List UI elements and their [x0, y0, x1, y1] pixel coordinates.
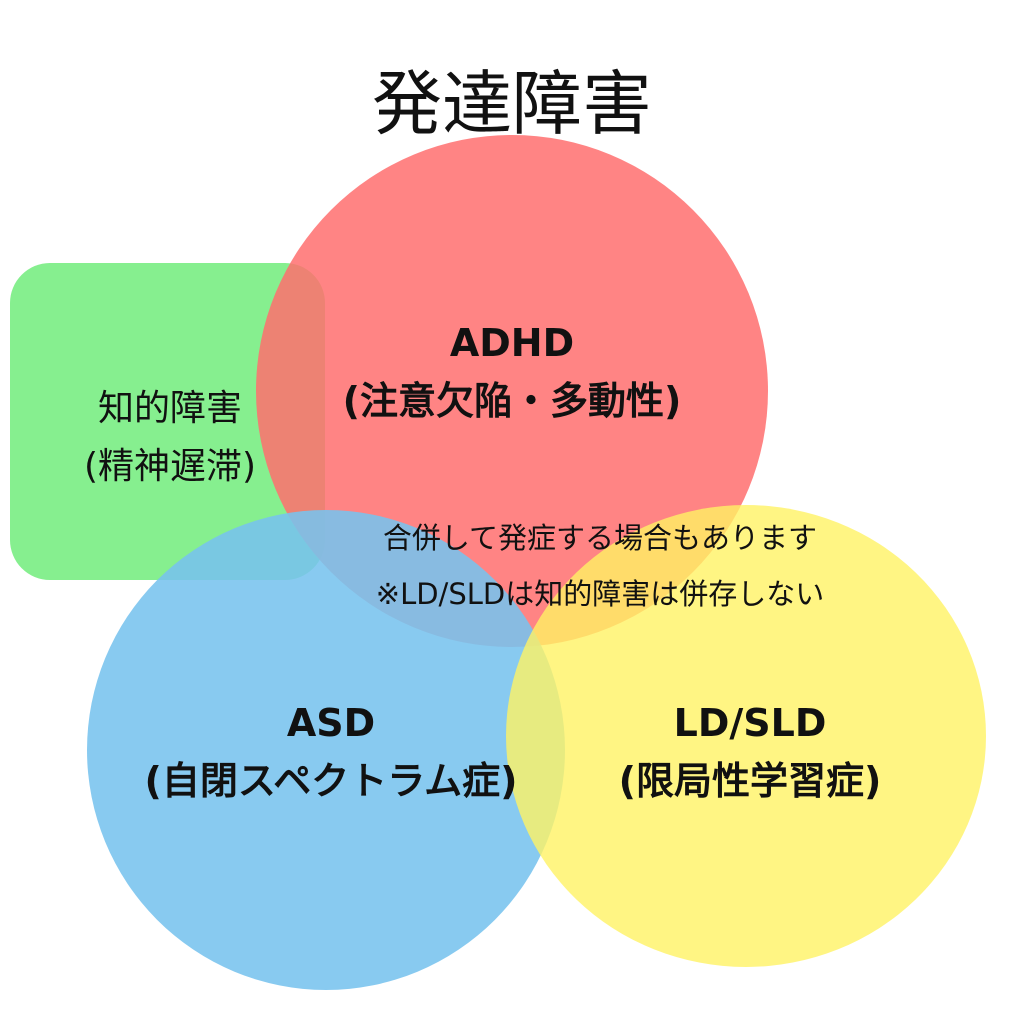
ld-circle: [506, 505, 986, 967]
intellectual-label: 知的障害 (精神遅滞): [20, 380, 320, 496]
asd-circle: [87, 510, 565, 990]
adhd-name: ADHD: [449, 321, 575, 365]
note: 合併して発症する場合もあります ※LD/SLDは知的障害は併存しない: [290, 510, 910, 622]
intellectual-desc: (精神遅滞): [83, 446, 257, 487]
asd-desc: (自閉スペクトラム症): [144, 759, 518, 803]
ld-label: LD/SLD (限局性学習症): [560, 694, 940, 810]
note-line1: 合併して発症する場合もあります: [382, 521, 818, 555]
ld-desc: (限局性学習症): [618, 759, 882, 803]
asd-name: ASD: [286, 701, 376, 745]
ld-name: LD/SLD: [673, 701, 827, 745]
adhd-label: ADHD (注意欠陥・多動性): [312, 314, 712, 430]
intellectual-name: 知的障害: [97, 388, 242, 429]
asd-label: ASD (自閉スペクトラム症): [86, 694, 576, 810]
adhd-desc: (注意欠陥・多動性): [342, 379, 682, 423]
diagram-title: 発達障害: [372, 63, 652, 145]
note-line2: ※LD/SLDは知的障害は併存しない: [375, 577, 825, 611]
